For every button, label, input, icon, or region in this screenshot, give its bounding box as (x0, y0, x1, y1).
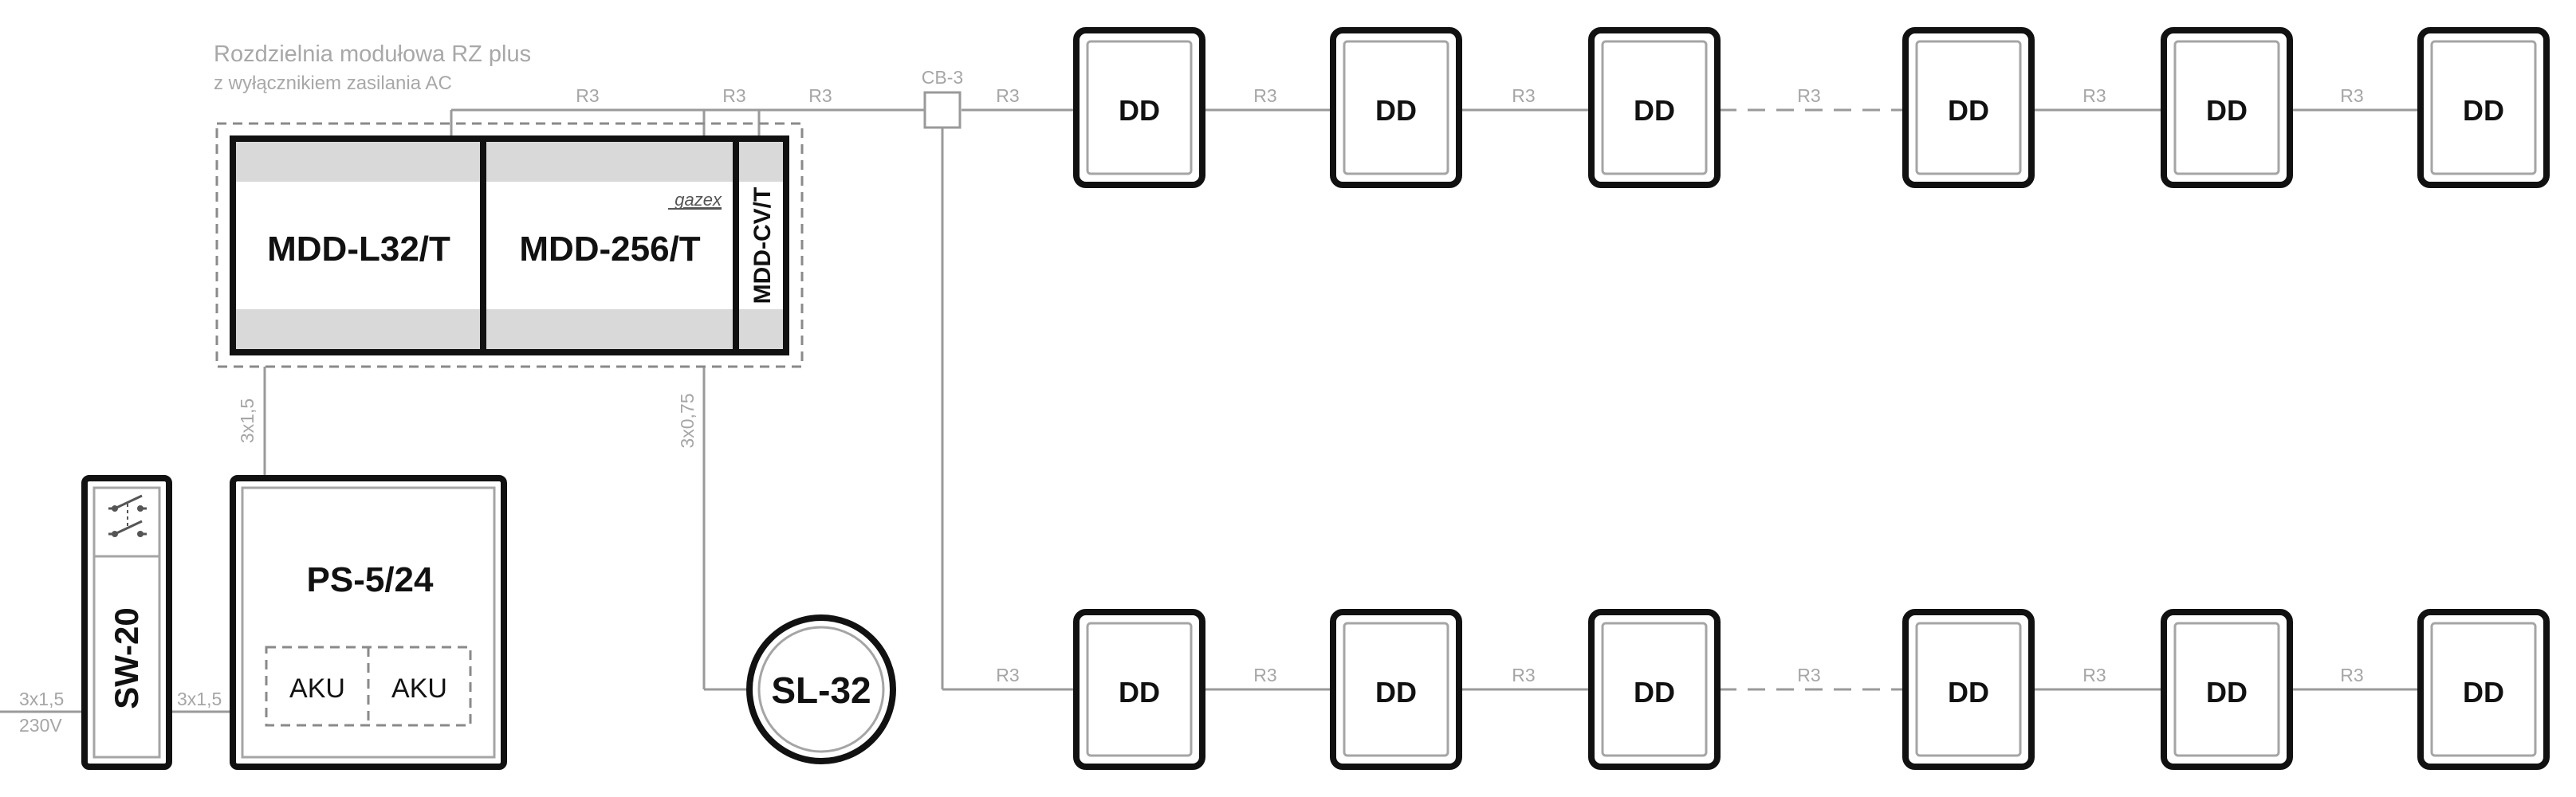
junction-box (923, 91, 962, 129)
detector-label: DD (1375, 94, 1417, 127)
r3-label-row2-4: R3 (1797, 665, 1820, 685)
power-supply-outline (230, 475, 507, 770)
switch-contact-icon (108, 494, 147, 537)
cable-label-sw-ps: 3x1,5 (177, 689, 222, 709)
cable-label-power-in: 3x1,5 (19, 689, 64, 709)
detector-label: DD (1119, 94, 1160, 127)
detector-label: DD (1375, 676, 1417, 709)
r3-label-row1-2: R3 (1253, 85, 1276, 106)
module-top-band (233, 139, 786, 182)
r3-label-row2-2: R3 (1253, 665, 1276, 685)
detector-dd-11: DD (2161, 609, 2293, 770)
r3-label-row2-5: R3 (2082, 665, 2106, 685)
power-supply-inner (241, 486, 496, 759)
detector-row-bottom: DD DD DD DD DD DD (1073, 609, 2550, 770)
detector-label: DD (2463, 94, 2504, 127)
r3-labels: R3 R3 R3 R3 R3 R3 R3 R3 R3 R3 R3 R3 R3 R… (576, 85, 2363, 685)
module-mdd-256-label: MDD-256/T (519, 230, 700, 269)
module-bottom-band (233, 309, 786, 352)
r3-label-row1-6: R3 (2340, 85, 2363, 106)
r3-label-row1-4: R3 (1797, 85, 1820, 106)
r3-label-bus-2: R3 (722, 85, 745, 106)
switch-label: SW-20 (108, 607, 145, 709)
detector-label: DD (2206, 94, 2248, 127)
detector-dd-7: DD (1073, 609, 1205, 770)
detector-dd-10: DD (1902, 609, 2035, 770)
r3-label-row1-3: R3 (1512, 85, 1535, 106)
power-supply-label: PS-5/24 (307, 560, 435, 599)
detector-label: DD (2206, 676, 2248, 709)
detector-row-top: DD DD DD DD DD DD (1073, 27, 2550, 188)
signaller-label: SL-32 (771, 669, 871, 711)
detector-label: DD (1119, 676, 1160, 709)
power-supply-ps: PS-5/24 AKU AKU (230, 475, 507, 770)
cable-label-mains: 230V (19, 715, 62, 736)
detector-dd-9: DD (1588, 609, 1721, 770)
detector-label: DD (1634, 94, 1675, 127)
detector-dd-12: DD (2417, 609, 2550, 770)
detector-dd-2: DD (1330, 27, 1462, 188)
module-block: MDD-L32/T MDD-256/T gazex MDD-CV/T (230, 135, 789, 355)
detector-label: DD (1948, 94, 1989, 127)
module-mdd-cv-label: MDD-CV/T (749, 187, 776, 304)
wires (0, 108, 2419, 713)
r3-label-row1-1: R3 (996, 85, 1019, 106)
switch-inner (92, 486, 161, 759)
detector-dd-5: DD (2161, 27, 2293, 188)
cabinet-subtitle: z wyłącznikiem zasilania AC (214, 73, 452, 94)
r3-label-bus-1: R3 (576, 85, 599, 106)
detector-label: DD (1634, 676, 1675, 709)
junction-label: CB-3 (922, 67, 963, 88)
brand-logo-text: gazex (674, 190, 722, 210)
r3-label-bus-3: R3 (808, 85, 832, 106)
cabinet-title: Rozdzielnia modułowa RZ plus (214, 41, 531, 67)
detector-dd-1: DD (1073, 27, 1205, 188)
detector-label: DD (2463, 676, 2504, 709)
detector-label: DD (1948, 676, 1989, 709)
junction-box-cb3: CB-3 (922, 67, 963, 129)
cabinet-boundary (215, 122, 804, 368)
detector-dd-6: DD (2417, 27, 2550, 188)
r3-label-row2-1: R3 (996, 665, 1019, 685)
r3-label-row1-5: R3 (2082, 85, 2106, 106)
signaller-sl32: SL-32 (746, 614, 896, 764)
module-block-outline (230, 135, 789, 355)
battery-2-label: AKU (391, 673, 447, 704)
cable-label-cabinet-sl: 3x0,75 (677, 393, 698, 448)
detector-dd-4: DD (1902, 27, 2035, 188)
detector-dd-3: DD (1588, 27, 1721, 188)
module-mdd-l32-label: MDD-L32/T (267, 230, 450, 269)
detector-dd-8: DD (1330, 609, 1462, 770)
battery-1-label: AKU (289, 673, 345, 704)
cable-label-ps-cabinet: 3x1,5 (237, 398, 258, 443)
switch-sw20: SW-20 (81, 475, 172, 770)
signaller-inner (757, 626, 885, 753)
r3-label-row2-6: R3 (2340, 665, 2363, 685)
signaller-outer (746, 614, 896, 764)
switch-outline (81, 475, 172, 770)
r3-label-row2-3: R3 (1512, 665, 1535, 685)
